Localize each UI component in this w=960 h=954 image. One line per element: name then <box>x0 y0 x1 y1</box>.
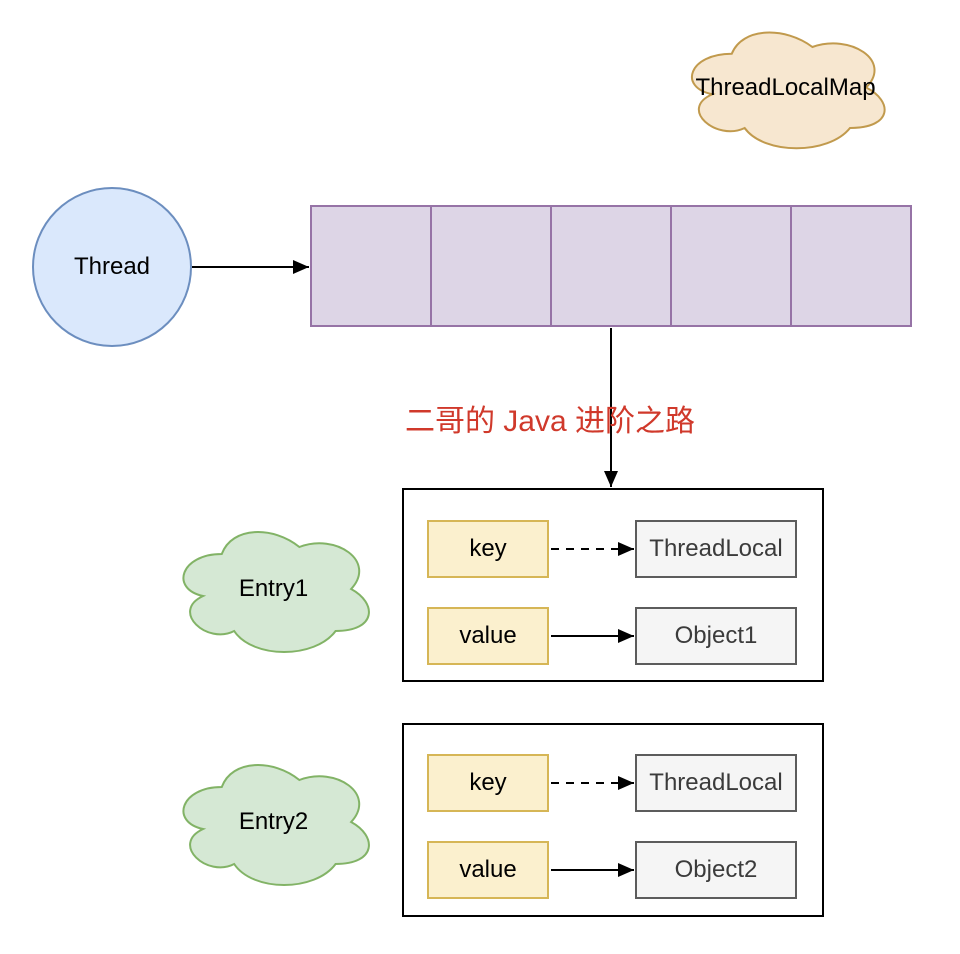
entry2-key-box: key <box>427 754 549 812</box>
array-slot-4 <box>792 207 910 325</box>
array-slot-2 <box>552 207 672 325</box>
entry2-object-label: Object2 <box>674 856 758 883</box>
entry1-key-label: key <box>469 535 507 562</box>
entry2-value-label: value <box>459 856 517 883</box>
entry1-key-box: key <box>427 520 549 578</box>
entry1-cloud: Entry1 <box>170 519 377 659</box>
array-slot-1 <box>432 207 552 325</box>
entry1-value-label: value <box>459 622 517 649</box>
array-slot-3 <box>672 207 792 325</box>
thread-node-label: Thread <box>73 253 151 280</box>
entry1-object-label: Object1 <box>674 622 758 649</box>
thread-node: Thread <box>32 187 192 347</box>
array-slot-0 <box>312 207 432 325</box>
entry2-cloud: Entry2 <box>170 752 377 892</box>
entry2-cloud-label: Entry2 <box>238 808 309 835</box>
entry1-object-box: Object1 <box>635 607 797 665</box>
entry2-value-box: value <box>427 841 549 899</box>
threadlocalmap-cloud-label: ThreadLocalMap <box>695 73 876 101</box>
entry2-threadlocal-label: ThreadLocal <box>649 769 783 796</box>
entry1-value-box: value <box>427 607 549 665</box>
entry1-threadlocal-label: ThreadLocal <box>649 535 783 562</box>
entry2-object-box: Object2 <box>635 841 797 899</box>
entry2-threadlocal-box: ThreadLocal <box>635 754 797 812</box>
watermark-text: 二哥的 Java 进阶之路 <box>404 405 696 438</box>
entry1-cloud-label: Entry1 <box>238 575 309 602</box>
cloud-shape-icon <box>170 519 377 659</box>
threadlocalmap-cloud: ThreadLocalMap <box>678 20 893 155</box>
entry2-key-label: key <box>469 769 507 796</box>
entry1-threadlocal-box: ThreadLocal <box>635 520 797 578</box>
cloud-shape-icon <box>678 20 893 155</box>
hash-array <box>310 205 912 327</box>
cloud-shape-icon <box>170 752 377 892</box>
